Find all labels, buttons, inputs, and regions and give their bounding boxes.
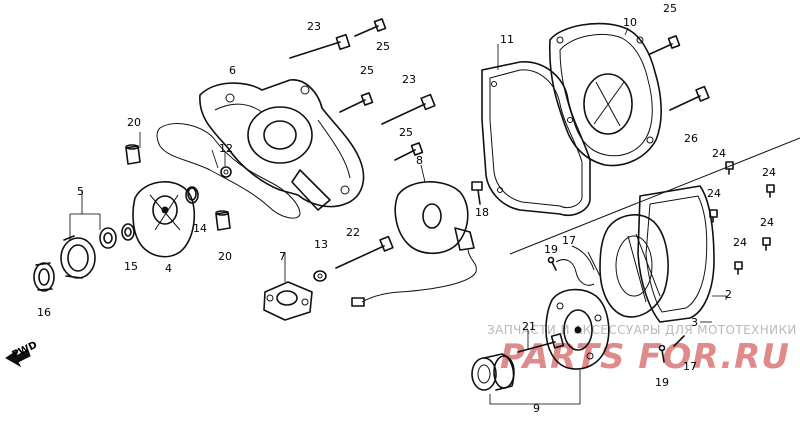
leader-lines xyxy=(69,27,727,405)
part-20-pin-upper xyxy=(125,144,141,165)
part-label-25: 25 xyxy=(399,126,413,139)
part-label-24: 24 xyxy=(712,147,726,160)
part-16-seal xyxy=(33,262,55,292)
part-label-24: 24 xyxy=(760,216,774,229)
part-24-bolt-d xyxy=(762,237,771,251)
bolt-26 xyxy=(669,85,710,111)
part-label-23: 23 xyxy=(307,20,321,33)
part-label-4: 4 xyxy=(165,262,172,275)
part-19-screw-upper xyxy=(547,256,557,271)
part-label-24: 24 xyxy=(733,236,747,249)
part-11-gasket xyxy=(481,61,591,216)
bolt-25-lower xyxy=(394,142,424,161)
part-label-25: 25 xyxy=(376,40,390,53)
part-label-5: 5 xyxy=(77,185,84,198)
part-label-22: 22 xyxy=(346,226,360,239)
bolt-25-upper xyxy=(354,18,387,37)
part-18-bolt xyxy=(471,181,483,205)
pump-gasket-loop xyxy=(156,123,301,219)
part-label-9: 9 xyxy=(533,402,540,415)
part-label-17: 17 xyxy=(683,360,697,373)
part-label-3: 3 xyxy=(691,316,698,329)
part-24-bolt-c xyxy=(709,209,718,223)
part-label-15: 15 xyxy=(124,260,138,273)
part-9-seal xyxy=(471,353,515,391)
part-label-24: 24 xyxy=(707,187,721,200)
bolt-25-middle xyxy=(339,92,374,113)
bolt-21 xyxy=(517,333,565,353)
part-15-ring xyxy=(121,223,135,241)
bolt-25-right xyxy=(649,35,681,55)
bolt-23-middle xyxy=(381,93,436,125)
part-label-20: 20 xyxy=(218,250,232,263)
bolt-23-upper xyxy=(289,33,351,59)
part-label-17: 17 xyxy=(562,234,576,247)
part-label-24: 24 xyxy=(762,166,776,179)
part-20-pin-lower xyxy=(215,210,231,231)
part-label-25: 25 xyxy=(360,64,374,77)
part-label-19: 19 xyxy=(655,376,669,389)
part-6-pump-housing xyxy=(199,79,365,211)
fwd-arrow: FWD xyxy=(5,340,39,368)
part-label-14: 14 xyxy=(193,222,207,235)
part-label-19: 19 xyxy=(544,243,558,256)
part-24-bolt-e xyxy=(734,261,743,275)
part-label-8: 8 xyxy=(416,154,423,167)
part-24-bolt-b xyxy=(766,184,775,198)
part-24-bolt-a xyxy=(725,161,734,175)
part-label-21: 21 xyxy=(522,320,536,333)
part-7-fitting xyxy=(263,281,313,321)
part-2-cover xyxy=(599,185,715,323)
bolt-22 xyxy=(335,235,394,269)
part-13-washer xyxy=(313,270,327,282)
part-label-11: 11 xyxy=(500,33,514,46)
part-17-clip-lower xyxy=(673,335,685,347)
part-19-screw-lower xyxy=(658,344,666,363)
part-label-20: 20 xyxy=(127,116,141,129)
part-label-26: 26 xyxy=(684,132,698,145)
part-14-oring xyxy=(187,187,197,201)
wire-harness xyxy=(555,245,601,286)
part-label-12: 12 xyxy=(219,142,233,155)
part-label-25: 25 xyxy=(663,2,677,15)
watermark-brand: PARTS FOR.RU xyxy=(500,337,790,377)
part-label-18: 18 xyxy=(475,206,489,219)
part-label-13: 13 xyxy=(314,238,328,251)
part-label-7: 7 xyxy=(279,250,286,263)
part-label-10: 10 xyxy=(623,16,637,29)
part-5-pulley xyxy=(60,227,117,279)
part-4-impeller xyxy=(132,181,199,258)
part-12-nut xyxy=(220,166,232,178)
part-9-stator xyxy=(545,288,610,370)
inset-frame-line xyxy=(509,137,800,255)
part-label-6: 6 xyxy=(229,64,236,77)
part-label-16: 16 xyxy=(37,306,51,319)
part-10-side-cover xyxy=(548,22,662,167)
part-label-23: 23 xyxy=(402,73,416,86)
part-8-pickup-plate xyxy=(351,181,477,307)
part-label-2: 2 xyxy=(725,288,732,301)
